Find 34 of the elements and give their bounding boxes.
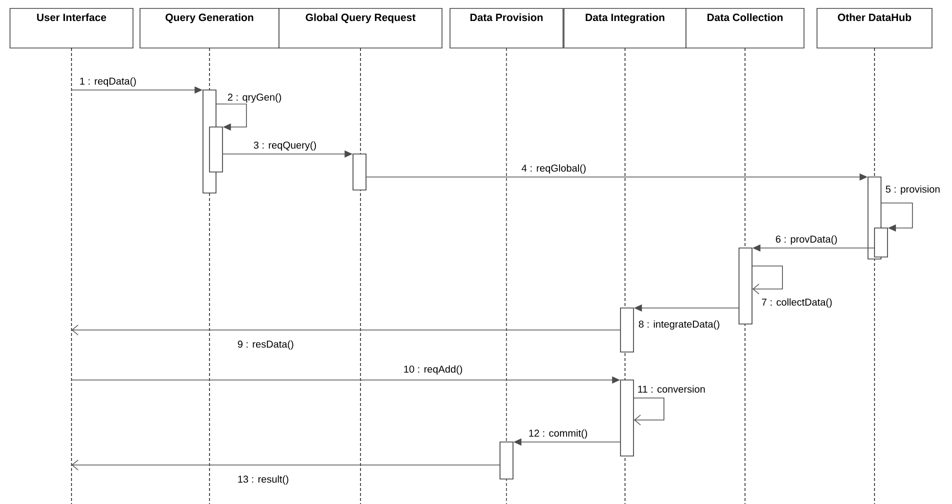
- activation-bar: [620, 380, 634, 456]
- activation-bar: [500, 442, 514, 480]
- message-label: 6 : provData(): [774, 234, 838, 246]
- activation-bar: [874, 228, 888, 258]
- message-arrow: [881, 202, 913, 232]
- message-arrow: [216, 104, 247, 131]
- message-arrow: [72, 460, 500, 470]
- lifeline-header: Query Generation: [140, 8, 280, 48]
- message-label: 7 : collectData(): [760, 297, 834, 309]
- message-label: 1 : reqData(): [78, 76, 138, 88]
- activation-bar: [209, 126, 223, 172]
- lifeline-header: Other DataHub: [816, 8, 932, 48]
- message-label: 12 : commit(): [527, 428, 589, 440]
- message-label: 11 : conversion: [636, 384, 706, 394]
- activation-bar: [620, 308, 634, 352]
- lifeline-header: Data Collection: [686, 8, 804, 48]
- activation-bar: [738, 248, 752, 324]
- lifeline-header: User Interface: [10, 8, 134, 48]
- lifeline: [71, 48, 72, 504]
- lifeline-header: Data Provision: [450, 8, 564, 48]
- message-label: 13 : result(): [236, 474, 290, 486]
- message-label: 2 : qryGen(): [226, 92, 283, 104]
- message-label: 3 : reqQuery(): [252, 140, 318, 152]
- message-label: 5 : provision: [884, 184, 942, 196]
- lifeline-header: Data Integration: [564, 8, 686, 48]
- message-arrow: [752, 266, 783, 294]
- message-arrow: [72, 324, 620, 336]
- lifeline-header: Global Query Request: [278, 8, 442, 48]
- message-label: 10 : reqAdd(): [402, 364, 464, 376]
- message-label: 8 : integrateData(): [637, 319, 721, 331]
- message-label: 4 : reqGlobal(): [520, 163, 588, 175]
- message-arrow: [634, 398, 664, 426]
- activation-bar: [352, 154, 366, 190]
- message-label: 9 : resData(): [236, 339, 295, 351]
